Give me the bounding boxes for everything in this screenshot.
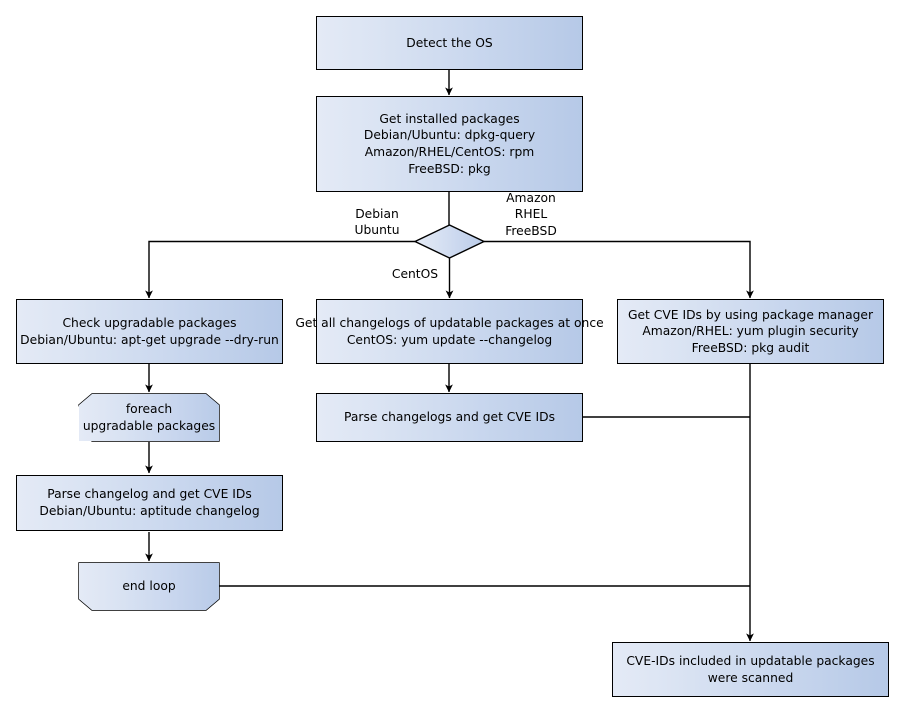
detect-os-line-1: Detect the OS [406,35,493,50]
node-get-installed-packages[interactable]: Get installed packages Debian/Ubuntu: dp… [316,96,583,192]
check-upgradable-line-2: Debian/Ubuntu: apt-get upgrade --dry-run [20,332,279,347]
node-check-upgradable-packages[interactable]: Check upgradable packages Debian/Ubuntu:… [16,299,283,364]
get-cve-pkg-line-2: Amazon/RHEL: yum plugin security [642,324,859,339]
os-decision-diamond [413,224,486,259]
get-all-changelogs-line-2: CentOS: yum update --changelog [346,332,553,347]
get-cve-pkg-line-3: FreeBSD: pkg audit [691,340,810,355]
edge-decision-debian [145,240,415,299]
foreach-line-2: upgradable packages [82,418,216,433]
edge-decision-rhel [484,240,754,299]
node-end-loop[interactable]: end loop [79,563,219,610]
node-get-all-changelogs[interactable]: Get all changelogs of updatable packages… [295,299,604,364]
node-parse-changelog-debian[interactable]: Parse changelog and get CVE IDs Debian/U… [16,475,283,531]
edge-label-centos: CentOS [385,266,445,282]
edge-label-centos-text: CentOS [391,267,439,281]
edge-label-debian: Debian [355,207,399,221]
edge-label-amazon: Amazon [506,191,556,205]
node-foreach-upgradable-packages[interactable]: foreach upgradable packages [79,394,219,441]
parse-changelogs-centos-line-1: Parse changelogs and get CVE IDs [344,410,555,425]
check-upgradable-line-1: Check upgradable packages [62,315,237,330]
get-installed-line-4: FreeBSD: pkg [408,161,491,176]
node-scanned-result[interactable]: CVE-IDs included in updatable packages w… [612,642,889,697]
scanned-result-line-1: CVE-IDs included in updatable packages [626,653,875,668]
node-parse-changelogs-centos[interactable]: Parse changelogs and get CVE IDs [316,393,583,442]
edge-label-debian-ubuntu: Debian Ubuntu [344,206,410,239]
node-get-cve-package-manager[interactable]: Get CVE IDs by using package manager Ama… [617,299,884,364]
node-detect-os[interactable]: Detect the OS [316,16,583,70]
foreach-line-1: foreach [125,401,173,416]
edge-label-ubuntu: Ubuntu [354,223,400,238]
parse-changelog-debian-line-2: Debian/Ubuntu: aptitude changelog [39,504,260,518]
edge-label-rhel: RHEL [514,207,548,222]
get-installed-line-3: Amazon/RHEL/CentOS: rpm [364,145,535,159]
edge-label-amazon-rhel-freebsd: Amazon RHEL FreeBSD [491,190,571,239]
get-installed-line-2: Debian/Ubuntu: dpkg-query [363,128,536,143]
scanned-result-line-2: were scanned [707,670,794,685]
get-cve-pkg-line-1: Get CVE IDs by using package manager [627,307,874,322]
parse-changelog-debian-line-1: Parse changelog and get CVE IDs [47,487,252,502]
get-installed-line-1: Get installed packages [379,111,520,126]
get-all-changelogs-line-1: Get all changelogs of updatable packages… [295,315,604,330]
end-loop-line-1: end loop [122,579,176,594]
edge-label-freebsd: FreeBSD [505,223,557,238]
